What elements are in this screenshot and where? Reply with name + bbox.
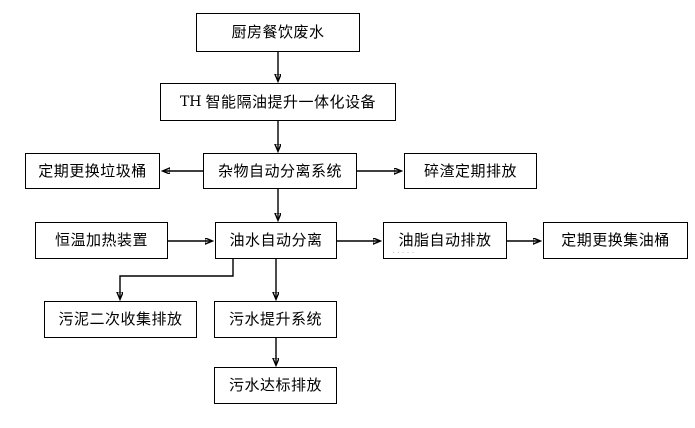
node-label: 污水提升系统 [228, 310, 322, 328]
node-grease-auto-discharge[interactable]: 油脂自动排放 ..... [383, 222, 507, 259]
node-label: 油水自动分离 [229, 231, 323, 249]
node-th-integrated-grease-separator-equipment[interactable]: TH 智能隔油提升一体化设备 [160, 83, 396, 121]
node-periodic-trash-bin-replacement[interactable]: 定期更换垃圾桶 [25, 153, 160, 189]
node-label: 油脂自动排放 [398, 231, 492, 249]
node-debris-auto-separation-system[interactable]: 杂物自动分离系统 [203, 153, 357, 189]
node-label: 恒温加热装置 [54, 231, 148, 249]
node-residue-periodic-discharge[interactable]: 碎渣定期排放 [404, 153, 537, 189]
node-label: 智能隔油提升一体化设备 [205, 92, 377, 111]
node-sewage-lifting-system[interactable]: 污水提升系统 [214, 301, 337, 338]
node-oil-water-auto-separation[interactable]: 油水自动分离 [215, 222, 337, 259]
node-label: 杂物自动分离系统 [217, 161, 342, 180]
node-sludge-secondary-collection-discharge[interactable]: 污泥二次收集排放 [44, 301, 197, 338]
node-label: 定期更换垃圾桶 [38, 161, 147, 180]
node-constant-temperature-heating-device[interactable]: 恒温加热装置 [35, 222, 168, 259]
node-kitchen-wastewater[interactable]: 厨房餐饮废水 [196, 13, 360, 52]
node-label-prefix: TH [179, 94, 202, 110]
node-label: 碎渣定期排放 [423, 161, 517, 180]
connector-oil-water-separation-to-sludge-collection [120, 259, 234, 299]
node-periodic-oil-drum-replacement[interactable]: 定期更换集油桶 [543, 222, 688, 259]
node-label: 污泥二次收集排放 [58, 310, 183, 328]
node-label: 定期更换集油桶 [561, 231, 670, 249]
node-label-artifact: ..... [392, 246, 417, 256]
node-sewage-compliant-discharge[interactable]: 污水达标排放 [214, 367, 337, 404]
node-label: 污水达标排放 [228, 376, 322, 394]
node-label: 厨房餐饮废水 [231, 23, 325, 41]
